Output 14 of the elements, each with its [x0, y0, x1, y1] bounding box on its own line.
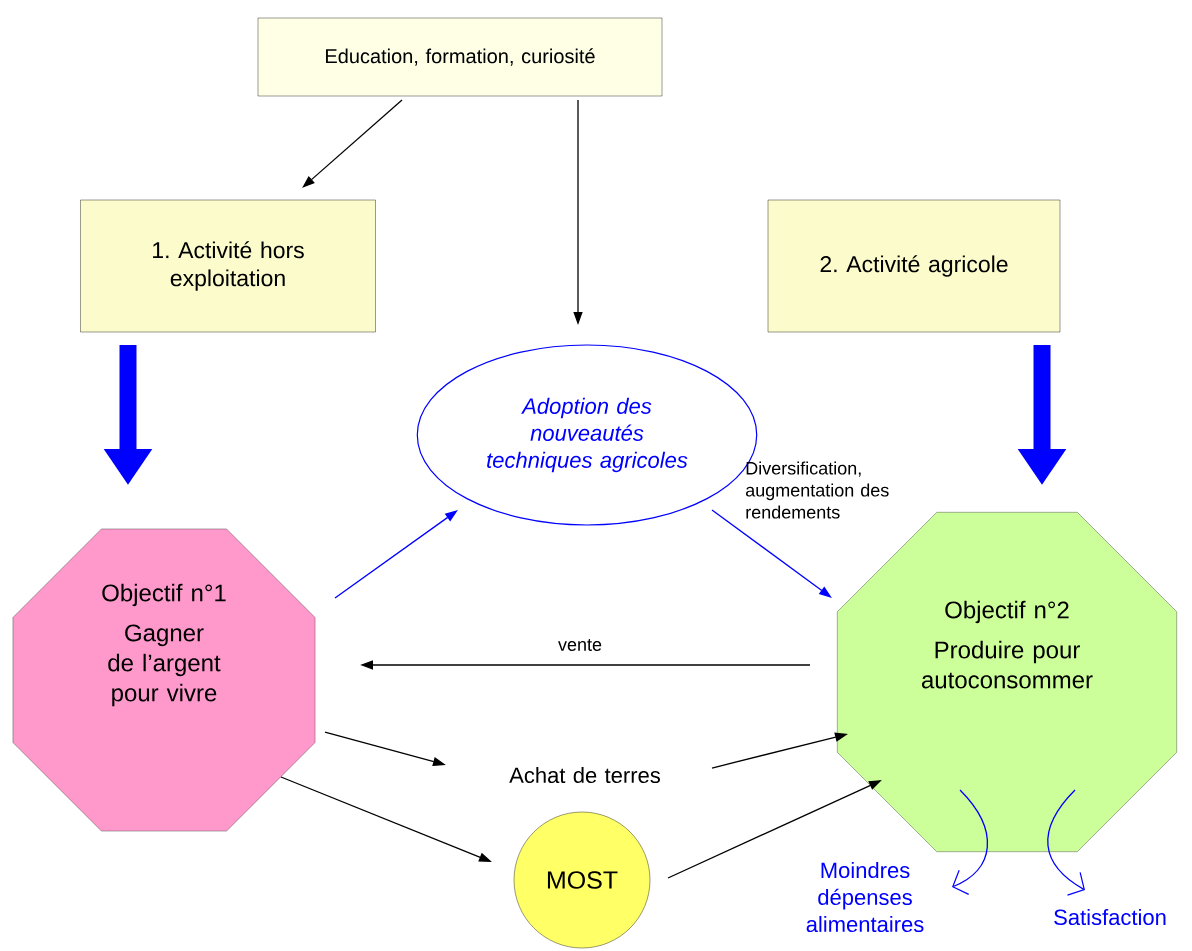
objective-octagon: Objectif n°1 Gagner de l’argent pour vivre	[12, 528, 316, 832]
arrow	[711, 509, 832, 598]
arrow	[334, 510, 458, 599]
process-box: 2. Activité agricole	[767, 199, 1061, 333]
node-text: Moindres dépenses alimentaires	[806, 861, 924, 933]
curved-arrow	[1047, 789, 1085, 896]
process-box: 1. Activité hors exploitation	[80, 199, 376, 333]
circle-node: MOST	[513, 811, 651, 949]
process-box: Education, formation, curiosité	[257, 17, 663, 97]
edge-label: vente	[558, 639, 602, 651]
curved-arrow	[952, 789, 988, 895]
node-text: Satisfaction	[1054, 908, 1166, 926]
arrow	[302, 99, 403, 188]
node-text: Achat de terres	[509, 766, 660, 784]
